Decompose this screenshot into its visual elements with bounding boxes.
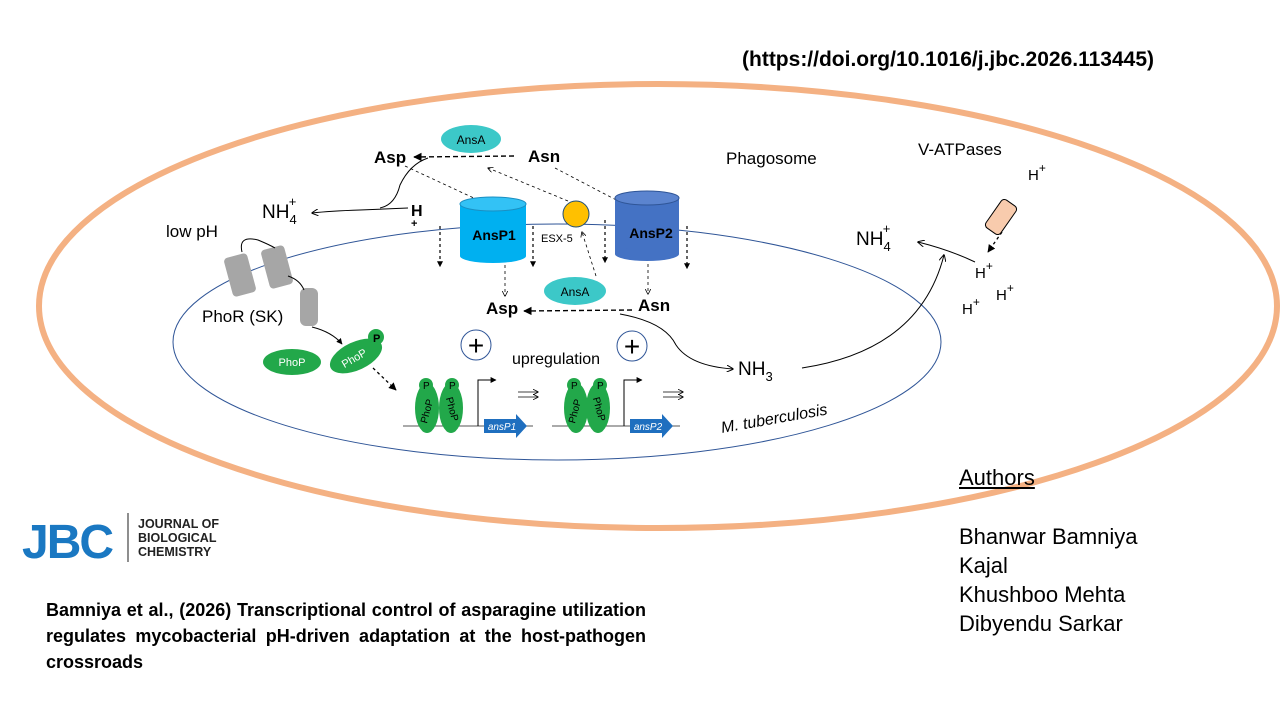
upregulation-label: upregulation [512,351,600,368]
jbc-logo-line2: BIOLOGICAL [138,531,217,545]
ansa-to-esx-arrow [582,232,597,277]
ansa-top-label: AnsA [457,133,486,147]
phop-phosphorylated: PhoP P [329,329,384,374]
doi-link[interactable]: (https://doi.org/10.1016/j.jbc.2026.1134… [742,48,1155,71]
h-ion-outside: H+ [1028,161,1046,184]
ansa-inner [544,277,606,305]
vatpases-label: V-ATPases [918,140,1002,159]
svg-text:P: P [449,381,456,392]
svg-text:P: P [597,381,604,392]
svg-text:P: P [423,381,430,392]
h-ion-left: H+ [411,203,423,230]
h-ion-3: H+ [996,281,1014,304]
phagosome-membrane [36,81,1280,531]
svg-text:P: P [571,381,578,392]
asn-inner: Asn [638,296,670,315]
upregulation-plus-2 [616,330,648,362]
jbc-logo-line1: JOURNAL OF [138,517,219,531]
esx5-secretion [562,200,590,228]
plus-1-label: + [468,330,484,361]
authors-heading: Authors [959,465,1035,490]
ansp1-label: AnsP1 [472,227,516,243]
nh4-left: NH4+ [262,194,297,227]
ansp2-gene-locus: P P PhoP PhoP ansP2 [552,377,683,438]
ansa-inner-label: AnsA [561,285,590,299]
phor-to-phop-arrow [311,326,343,345]
phor-sensor-kinase [224,238,318,326]
nh3-to-nh4-arrow [801,255,944,369]
low-ph-label: low pH [166,222,218,241]
asn-to-ansp2-line [554,167,623,204]
vatpase-pump [984,198,1018,236]
asp-to-ansp1-line [404,165,479,201]
phagosome-label: Phagosome [726,149,817,168]
author-name: Bhanwar Bamniya [959,524,1138,549]
asn-top: Asn [528,147,560,166]
asp-inner: Asp [486,299,518,318]
phop-to-promoter-arrow [372,367,397,391]
phop-p-label: P [373,333,380,345]
asp-to-nh3-curve [619,313,733,369]
asp-ammonia-curve [379,157,429,209]
phop-dimer-2: P P PhoP PhoP [564,378,610,433]
mtb-cell-membrane [172,223,942,461]
phop-dimer-1: P P PhoP PhoP [415,378,463,433]
phop-unphosphorylated [263,349,321,375]
ansp2-label: AnsP2 [629,225,673,241]
author-name: Kajal [959,553,1008,578]
authors-list: Bhanwar Bamniya Kajal Khushboo Mehta Dib… [959,522,1138,638]
ansp1-gene-label: ansP1 [488,422,516,433]
mtb-label: M. tuberculosis [720,402,829,437]
esx5-label: ESX-5 [541,233,573,245]
plus-2-label: + [624,331,640,362]
author-name: Dibyendu Sarkar [959,611,1123,636]
phop-label-1: PhoP [279,357,306,369]
jbc-logo: JBC JOURNAL OF BIOLOGICAL CHEMISTRY [22,513,219,569]
asn-to-asp-top-arrow [413,152,515,162]
ansp1-transporter: AnsP1 [459,196,527,263]
asp-top: Asp [374,148,406,167]
nh4-right: NH4+ [856,221,891,254]
author-name: Khushboo Mehta [959,582,1126,607]
esx-to-asn-line [488,168,569,202]
ansp2-transporter: AnsP2 [614,190,680,261]
h-ion-2: H+ [962,295,980,318]
proton-pump-arrow [987,231,1003,253]
h-ion-1: H+ [975,259,993,282]
jbc-logo-line3: CHEMISTRY [138,545,212,559]
ansa-top [441,125,501,153]
h-to-nh4-left-arrow [312,207,409,213]
upregulation-plus-1 [460,329,492,361]
citation-text: Bamniya et al., (2026) Transcriptional c… [46,600,646,672]
nh3-label: NH3 [738,359,773,384]
jbc-logo-abbr: JBC [22,516,113,569]
ansp2-gene-label: ansP2 [634,422,663,433]
asn-to-asp-inner-arrow [523,306,633,316]
phor-label: PhoR (SK) [202,307,283,326]
ansp1-gene-locus: P P PhoP PhoP ansP1 [403,377,538,438]
h-to-nh4-arrow [918,242,976,263]
